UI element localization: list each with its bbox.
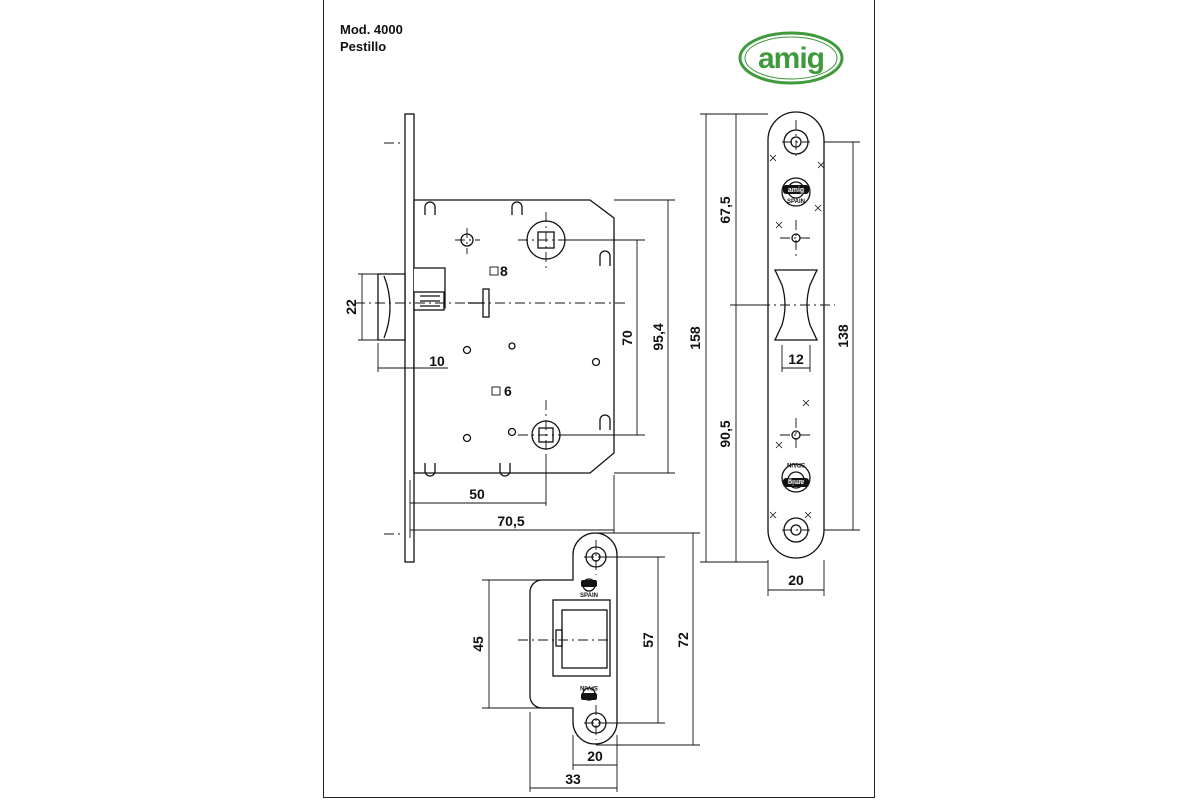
dim-latch-to-lower: 90,5 (717, 420, 733, 447)
dim-strike-length: 72 (675, 632, 691, 648)
faceplate (767, 111, 825, 559)
dim-spindle-square: 8 (500, 263, 508, 279)
centre-lines (355, 142, 625, 535)
lock-dimension-lines (358, 199, 675, 538)
strike-dimension-lines (482, 532, 700, 792)
amig-logo: amig (738, 31, 844, 85)
faceplate-spain-upper: SPAIN (787, 199, 805, 205)
strike-plate (529, 532, 618, 745)
dim-strike-total-width: 33 (565, 771, 581, 787)
model-label: Mod. 4000 (340, 22, 403, 37)
dim-screw-centres: 138 (835, 324, 851, 348)
dim-faceplate-length: 158 (687, 326, 703, 350)
dim-key-square: 6 (504, 383, 512, 399)
faceplate-logo-upper: amig (783, 185, 809, 194)
dim-latch-projection: 10 (429, 353, 445, 369)
dim-strike-screws: 57 (640, 632, 656, 648)
dim-case-depth: 70,5 (497, 513, 524, 529)
dim-backset: 50 (469, 486, 485, 502)
dim-spindle-to-key: 70 (619, 330, 635, 346)
faceplate-dimension-lines (700, 113, 860, 596)
dim-case-height: 95,4 (650, 323, 666, 350)
lock-body (377, 113, 615, 563)
strike-spain-lower: SPAIN (580, 684, 598, 690)
dim-strike-box: 45 (470, 636, 486, 652)
drawing-frame (323, 0, 875, 798)
svg-text:amig: amig (788, 478, 804, 485)
svg-text:amig: amig (758, 42, 824, 75)
strike-logo-lower (581, 693, 597, 700)
strike-spain-upper: SPAIN (580, 593, 598, 599)
faceplate-logo-lower: amig (783, 478, 809, 487)
dim-latch-height: 22 (343, 299, 359, 315)
faceplate-spain-lower: SPAIN (787, 461, 805, 467)
strike-logo-upper (581, 580, 597, 587)
dim-strike-width: 20 (587, 748, 603, 764)
dim-latch-window: 12 (788, 351, 804, 367)
dim-upper-to-latch: 67,5 (717, 196, 733, 223)
svg-text:amig: amig (788, 187, 804, 194)
product-label: Pestillo (340, 39, 387, 54)
dim-faceplate-width: 20 (788, 572, 804, 588)
faceplate-centre-lines (740, 120, 835, 531)
